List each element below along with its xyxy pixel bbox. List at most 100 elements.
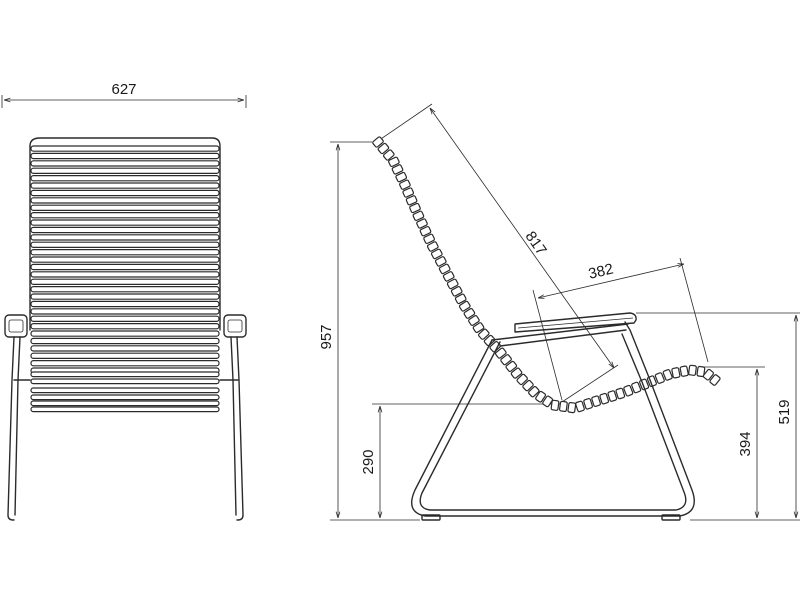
side-slat — [599, 392, 610, 405]
dimension-front-width: 627 — [1, 81, 247, 108]
side-slat — [395, 171, 408, 183]
side-slat — [430, 248, 443, 260]
front-slat — [30, 160, 220, 167]
side-slat — [446, 278, 459, 290]
front-slat — [30, 330, 220, 337]
side-slat — [454, 293, 467, 305]
side-slat — [494, 347, 507, 359]
side-slat — [399, 179, 411, 190]
front-slat — [30, 175, 220, 182]
side-slat — [662, 369, 673, 381]
side-slat — [419, 226, 432, 237]
front-backrest-frame — [29, 137, 221, 331]
side-slat — [438, 263, 451, 275]
side-slat — [426, 241, 439, 252]
front-slat — [30, 300, 220, 308]
side-slat — [377, 142, 390, 155]
side-slat — [505, 360, 518, 372]
front-slat — [30, 286, 220, 293]
dimension-seat-height: 290 — [360, 403, 565, 518]
front-seat-slat — [30, 400, 220, 407]
side-slat — [391, 164, 404, 175]
front-slat — [30, 360, 220, 367]
side-slat — [528, 385, 540, 398]
front-slat — [30, 352, 220, 360]
side-slat — [535, 390, 547, 403]
side-slat — [607, 390, 618, 402]
side-slat — [434, 256, 447, 267]
side-slat — [510, 367, 523, 379]
side-slat — [615, 387, 626, 400]
front-slat — [30, 308, 220, 315]
front-slat — [30, 271, 220, 278]
dim-label-front-width: 627 — [111, 81, 136, 98]
dimension-armrest-height: 519 — [636, 312, 800, 521]
side-slat — [478, 328, 490, 340]
front-slat — [30, 315, 220, 323]
front-backrest-slats — [30, 145, 220, 374]
front-seat-slat — [30, 406, 220, 413]
side-slat — [558, 400, 568, 413]
side-view: 957 290 394 519 817 — [318, 103, 800, 521]
front-seat-slat — [30, 387, 220, 394]
side-slat — [388, 156, 400, 168]
side-slat — [382, 149, 395, 161]
side-slat — [623, 384, 634, 397]
side-slat — [442, 271, 455, 282]
front-slat — [30, 182, 220, 189]
side-armrest — [514, 312, 637, 333]
front-slat — [30, 234, 220, 241]
front-view: 627 — [1, 81, 247, 521]
side-slat — [522, 379, 534, 392]
side-slat — [516, 373, 528, 386]
side-slat — [679, 365, 689, 377]
side-slat — [500, 354, 512, 366]
front-slat — [30, 345, 220, 352]
front-slat — [30, 278, 220, 286]
front-slat — [30, 263, 220, 271]
front-legs — [7, 336, 244, 521]
dim-label-armrest-height: 519 — [776, 399, 793, 424]
side-slat — [688, 364, 697, 376]
dimension-seat-depth: 382 — [532, 257, 709, 401]
side-slat — [654, 372, 665, 384]
front-slat — [30, 241, 220, 248]
side-slat — [631, 381, 642, 394]
side-slat — [423, 233, 435, 244]
side-slat — [468, 315, 480, 326]
front-slat — [30, 323, 220, 330]
front-armrest-right — [223, 314, 247, 338]
front-slat — [30, 219, 220, 226]
front-slat — [30, 197, 220, 204]
side-slat — [550, 399, 560, 411]
side-slat — [702, 368, 715, 381]
side-slat — [463, 307, 476, 319]
front-slat — [30, 212, 220, 219]
side-slat — [472, 322, 485, 334]
side-slat — [696, 365, 706, 378]
side-slat — [483, 334, 496, 347]
side-slat — [671, 367, 681, 379]
front-slat — [30, 204, 220, 211]
side-slat — [542, 395, 554, 408]
front-slat — [30, 152, 220, 160]
front-seat-slats — [30, 371, 220, 413]
front-slat — [30, 226, 220, 234]
side-slat — [405, 195, 418, 206]
side-slat — [412, 210, 425, 221]
front-seat-slat — [30, 371, 220, 378]
front-seat-slat — [30, 378, 220, 385]
front-slat — [30, 189, 220, 197]
side-slat — [458, 300, 471, 312]
dim-label-side-height: 957 — [318, 324, 335, 349]
front-slat — [30, 337, 220, 345]
dimension-armrest-low: 394 — [690, 366, 765, 521]
dim-label-seat-height: 290 — [360, 449, 377, 474]
dim-label-backrest-length: 817 — [522, 228, 550, 258]
front-slat — [30, 256, 220, 263]
side-slat — [709, 374, 721, 386]
side-slat — [416, 218, 428, 229]
front-slat — [30, 145, 220, 152]
front-slat — [30, 167, 220, 174]
